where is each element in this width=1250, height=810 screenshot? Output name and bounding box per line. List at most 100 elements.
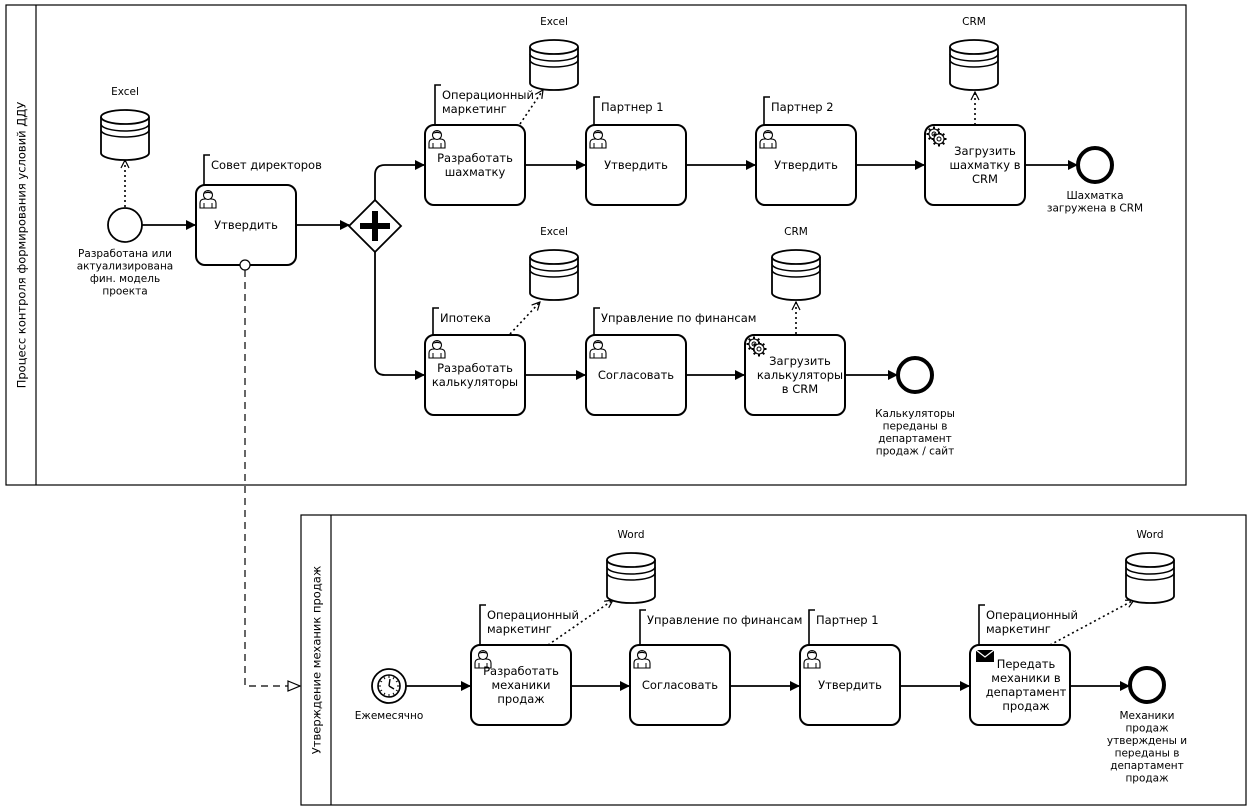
annotation-text-line: Управление по финансам: [601, 311, 756, 325]
task-box: [924, 124, 1026, 206]
task-label-line: калькуляторы: [757, 368, 843, 382]
annotation-text-line: Операционный: [487, 608, 579, 622]
task-label-line: калькуляторы: [432, 375, 518, 389]
datastore-label: CRM: [962, 16, 986, 28]
event-label-line: фин. модель: [90, 273, 160, 285]
task-box: [424, 124, 526, 206]
datastore-top: [100, 109, 150, 125]
annotation-text-line: Партнер 1: [816, 613, 879, 627]
datastore-body: [529, 257, 579, 301]
event-label-line: актуализирована: [77, 261, 174, 273]
end-event-circle: [1076, 146, 1114, 184]
data-association[interactable]: [509, 302, 540, 335]
event-label-line: Калькуляторы: [875, 408, 955, 420]
annotation-text-line: маркетинг: [487, 622, 552, 636]
task-box: [424, 334, 526, 416]
task-label-line: Разработать: [483, 664, 559, 678]
annotation-text-line: Партнер 1: [601, 100, 664, 114]
task-agree-fin[interactable]: Согласовать: [585, 334, 687, 416]
datastore-top: [529, 39, 579, 55]
datastore-top: [606, 552, 656, 568]
data-association[interactable]: [519, 90, 543, 125]
datastore-label: CRM: [784, 226, 808, 238]
annotation-mortgage: Ипотека: [432, 307, 491, 335]
parallel-gateway[interactable]: [347, 198, 403, 254]
data-association[interactable]: [547, 600, 613, 646]
task-approve-p2[interactable]: Утвердить: [755, 124, 857, 206]
send-task-icon: [975, 649, 995, 662]
user-task-icon: [759, 129, 777, 149]
annotation-board: Совет директоров: [203, 154, 322, 185]
event-label-line: Разработана или: [78, 248, 172, 260]
task-approve-board[interactable]: Утвердить: [195, 184, 297, 266]
datastore-body: [771, 257, 821, 301]
sequence-flow[interactable]: [374, 252, 425, 380]
datastore-ds-word2[interactable]: Word: [1125, 529, 1175, 604]
annotation-partner2: Партнер 2: [763, 96, 834, 125]
datastore-body: [529, 47, 579, 91]
datastore-ds-excel2[interactable]: Excel: [529, 16, 579, 91]
task-box: [969, 644, 1071, 726]
task-label-line: Утвердить: [774, 158, 838, 172]
task-box: [744, 334, 846, 416]
data-association[interactable]: [1049, 599, 1134, 646]
user-task-icon: [474, 649, 492, 669]
event-label-line: департамент: [1110, 760, 1184, 772]
event-label-line: переданы в: [1115, 748, 1180, 760]
task-approve-p1[interactable]: Утвердить: [585, 124, 687, 206]
annotation-text-line: Ипотека: [440, 311, 491, 325]
event-start-timer[interactable]: Ежемесячно: [355, 668, 424, 722]
event-label-line: продаж: [1125, 723, 1169, 735]
event-label-line: переданы в: [883, 421, 948, 433]
user-task-icon: [633, 649, 651, 669]
datastore-ds-crm1[interactable]: CRM: [949, 16, 999, 91]
task-label-line: департамент: [986, 685, 1067, 699]
task-approve-p1b[interactable]: Утвердить: [799, 644, 901, 726]
user-task-icon: [803, 649, 821, 669]
task-label-line: механики: [491, 678, 550, 692]
datastore-ds-excel3[interactable]: Excel: [529, 226, 579, 301]
annotation-text-line: Партнер 2: [771, 100, 834, 114]
datastore-ds-word1[interactable]: Word: [606, 529, 656, 604]
datastore-ds-crm2[interactable]: CRM: [771, 226, 821, 301]
user-task-icon: [428, 339, 446, 359]
event-label-line: Ежемесячно: [355, 710, 424, 722]
service-task-icon: [926, 126, 947, 147]
task-label-line: шахматку: [445, 165, 506, 179]
annotation-text-line: Совет директоров: [211, 158, 322, 172]
event-label-line: продаж / сайт: [876, 446, 954, 458]
sequence-flow[interactable]: [374, 160, 425, 200]
annotation-partner1b: Партнер 1: [808, 609, 879, 645]
datastore-label: Excel: [540, 226, 568, 238]
datastore-body: [100, 117, 150, 161]
event-label-line: проекта: [102, 286, 147, 298]
message-flow[interactable]: [244, 270, 300, 686]
task-label-line: CRM: [972, 172, 998, 186]
end-event-circle: [1128, 666, 1166, 704]
datastore-top: [1125, 552, 1175, 568]
annotation-partner1: Партнер 1: [593, 96, 664, 125]
datastore-ds-excel1[interactable]: Excel: [100, 86, 150, 161]
task-label-line: продаж: [497, 692, 544, 706]
user-task-icon: [589, 129, 607, 149]
plus-icon: [360, 211, 390, 241]
event-label-line: продаж: [1125, 773, 1169, 785]
task-label-line: Загрузить: [954, 144, 1016, 158]
task-label-line: Передать: [997, 657, 1056, 671]
task-agree-fin2[interactable]: Согласовать: [629, 644, 731, 726]
user-task-icon: [589, 339, 607, 359]
event-label-line: департамент: [878, 433, 952, 445]
start-event-circle: [107, 207, 143, 243]
